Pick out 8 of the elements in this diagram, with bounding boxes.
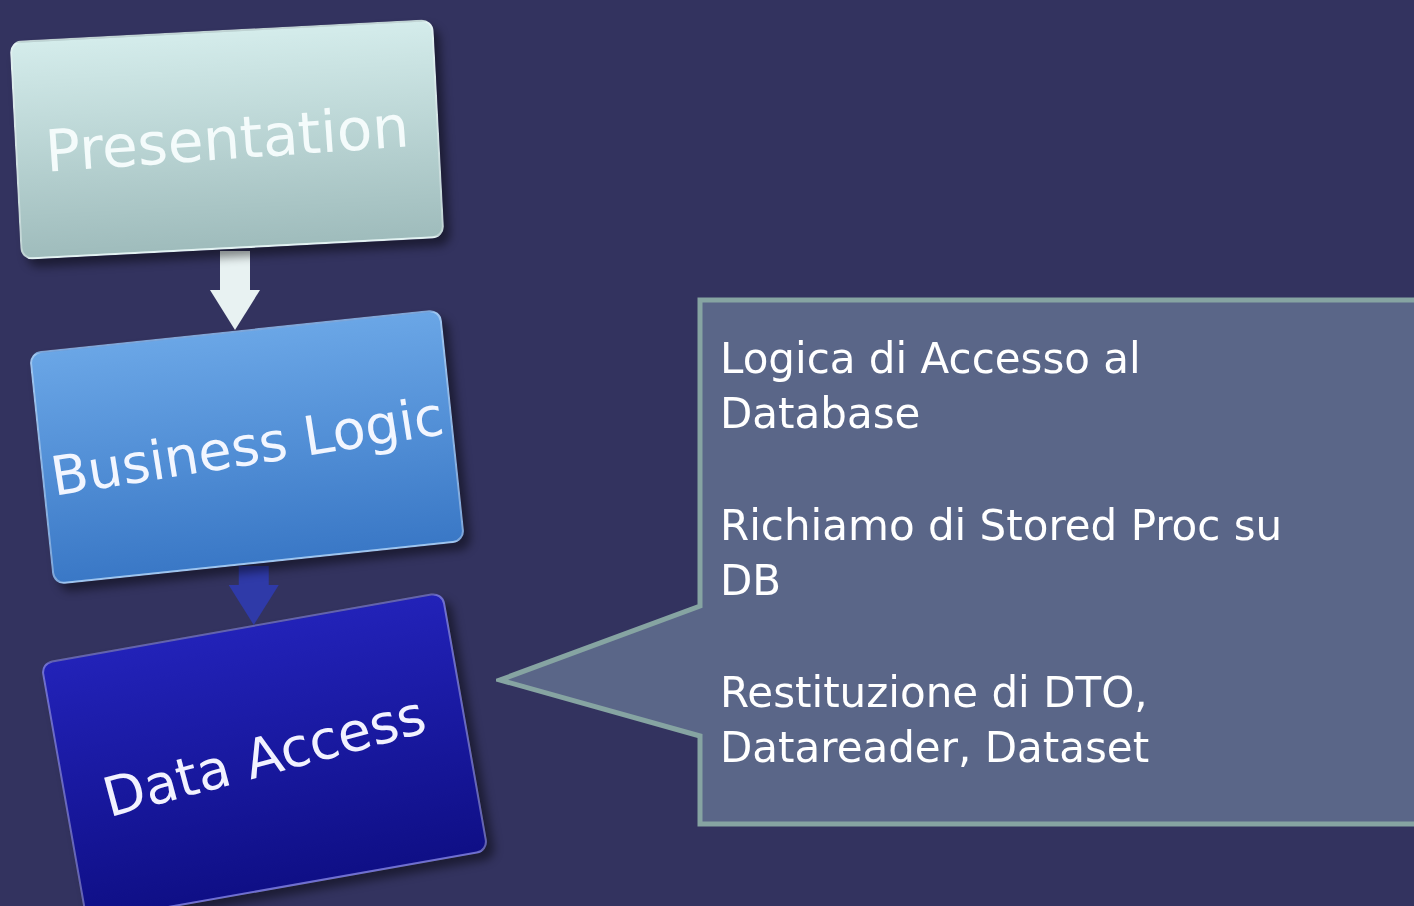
layer-label: Data Access <box>96 685 433 829</box>
callout-text: Logica di Accesso al Database <box>720 333 1142 440</box>
layer-label: Presentation <box>43 94 411 184</box>
block-arrow <box>228 566 279 625</box>
callout-text: Richiamo di Stored Proc su DB <box>720 500 1284 607</box>
callout-text: Restituzione di DTO, Datareader, Dataset <box>720 667 1151 774</box>
layer-label: Business Logic <box>46 386 448 508</box>
block-arrow <box>210 251 260 330</box>
